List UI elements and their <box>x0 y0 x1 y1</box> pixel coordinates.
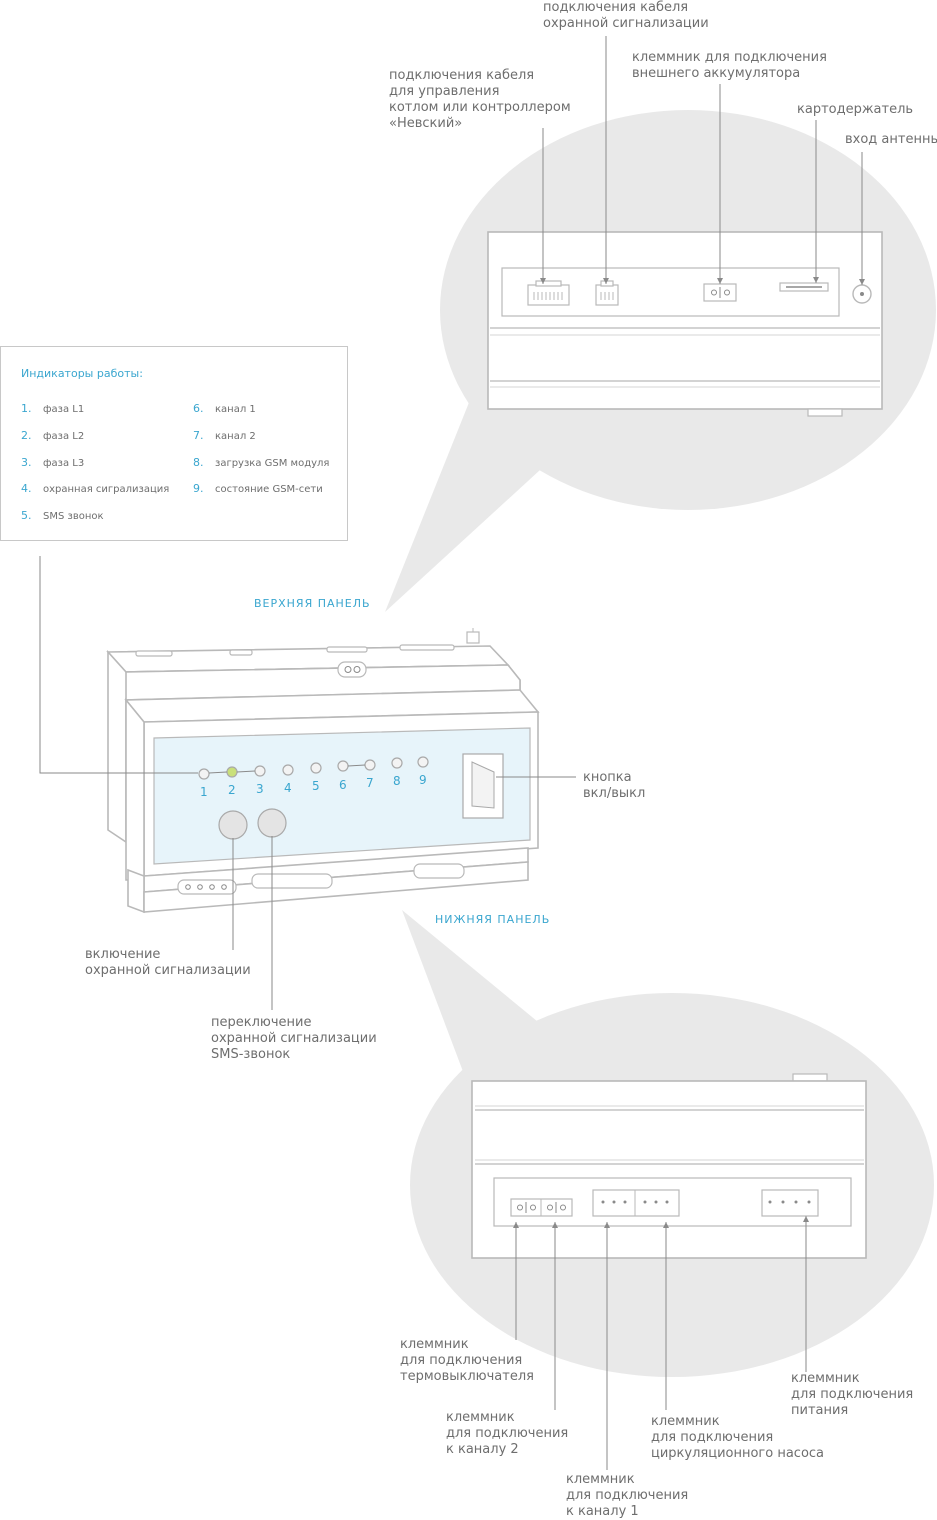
label-antenna-input: вход антенны <box>845 132 937 147</box>
legend-number: 8. <box>193 456 204 469</box>
legend-number: 4. <box>21 482 32 495</box>
alarm-on-button[interactable] <box>218 810 248 840</box>
rj45-port-icon <box>527 280 570 306</box>
legend-label: загрузка GSM модуля <box>215 458 330 469</box>
label-battery-terminal: клеммник для подключения внешнего аккуму… <box>632 50 827 81</box>
legend-label: состояние GSM-сети <box>215 484 323 495</box>
led-7-icon <box>364 759 376 771</box>
legend-item: 3. фаза L3 <box>21 456 84 469</box>
legend-number: 3. <box>21 456 32 469</box>
legend-label: фаза L2 <box>43 431 85 442</box>
sim-card-slot-icon <box>779 282 829 292</box>
led-4-icon <box>282 764 294 776</box>
led-number: 2 <box>228 783 236 797</box>
led-1-icon <box>198 768 210 780</box>
legend-number: 9. <box>193 482 204 495</box>
pump-terminal-icon <box>592 1189 680 1217</box>
legend-label: фаза L3 <box>43 458 85 469</box>
led-2-icon <box>226 766 238 778</box>
led-6-icon <box>337 760 349 772</box>
top-panel-view <box>487 36 883 417</box>
legend-title: Индикаторы работы: <box>21 367 143 380</box>
legend-label: SMS звонок <box>43 511 104 522</box>
legend-number: 1. <box>21 402 32 415</box>
label-channel2-terminal: клеммник для подключения к каналу 2 <box>446 1410 569 1457</box>
legend-item: 2. фаза L2 <box>21 429 84 442</box>
front-panel <box>153 727 531 865</box>
label-pump-terminal: клеммник для подключения циркуляционного… <box>651 1414 825 1461</box>
led-5-icon <box>310 762 322 774</box>
legend-item: 8. загрузка GSM модуля <box>193 456 329 469</box>
label-boiler-cable: подключения кабеля для управления котлом… <box>389 68 571 131</box>
legend-label: канал 2 <box>215 431 256 442</box>
led-number: 3 <box>256 782 264 796</box>
led-row <box>198 756 429 780</box>
device-body: 1 2 3 4 5 6 7 8 9 <box>39 556 576 1010</box>
power-terminal-icon <box>761 1189 819 1217</box>
legend-item: 6. канал 1 <box>193 402 256 415</box>
legend-label: фаза L1 <box>43 404 85 415</box>
bottom-panel-view <box>471 1073 867 1470</box>
led-8-icon <box>391 757 403 769</box>
led-number: 5 <box>312 779 320 793</box>
label-alarm-cable: подключения кабеля охранной сигнализации <box>543 0 709 31</box>
bottom-panel-title: НИЖНЯЯ ПАНЕЛЬ <box>435 913 551 926</box>
label-channel1-terminal: клеммник для подключения к каналу 1 <box>566 1472 689 1519</box>
power-switch[interactable] <box>462 753 504 819</box>
label-power-terminal: клеммник для подключения питания <box>791 1371 914 1418</box>
rj11-port-icon <box>595 280 619 306</box>
legend-label: канал 1 <box>215 404 256 415</box>
led-number: 6 <box>339 778 347 792</box>
label-power-button: кнопка вкл/выкл <box>583 770 646 801</box>
led-number: 1 <box>200 785 208 799</box>
legend-item: 1. фаза L1 <box>21 402 84 415</box>
led-3-icon <box>254 765 266 777</box>
label-thermo-terminal: клеммник для подключения термовыключател… <box>400 1337 534 1384</box>
mode-switch-button[interactable] <box>257 808 287 838</box>
led-number: 4 <box>284 781 292 795</box>
legend-number: 6. <box>193 402 204 415</box>
legend-number: 5. <box>21 509 32 522</box>
top-panel-title: ВЕРХНЯЯ ПАНЕЛЬ <box>254 597 371 610</box>
led-9-icon <box>417 756 429 768</box>
legend-item: 4. охранная сигрализация <box>21 482 169 495</box>
led-numbers: 1 2 3 4 5 6 7 8 9 <box>200 773 427 799</box>
thermo-terminal-icon <box>510 1198 573 1217</box>
legend-number: 7. <box>193 429 204 442</box>
indicator-legend: Индикаторы работы: 1. фаза L1 2. фаза L2 3… <box>0 346 348 541</box>
device-antenna-icon <box>466 628 480 644</box>
legend-item: 7. канал 2 <box>193 429 256 442</box>
legend-number: 2. <box>21 429 32 442</box>
label-card-holder: картодержатель <box>797 102 914 117</box>
led-number: 9 <box>419 773 427 787</box>
label-alarm-on: включение охранной сигнализации <box>85 947 251 978</box>
label-mode-switch: переключение охранной сигнализации SMS-з… <box>211 1015 377 1062</box>
legend-item: 9. состояние GSM-сети <box>193 482 323 495</box>
legend-label: охранная сигрализация <box>43 484 170 495</box>
led-number: 8 <box>393 774 401 788</box>
battery-terminal-icon <box>703 283 737 302</box>
terminal-block-icon <box>337 661 367 678</box>
led-number: 7 <box>366 776 374 790</box>
legend-item: 5. SMS звонок <box>21 509 104 522</box>
antenna-connector-icon <box>852 284 872 304</box>
